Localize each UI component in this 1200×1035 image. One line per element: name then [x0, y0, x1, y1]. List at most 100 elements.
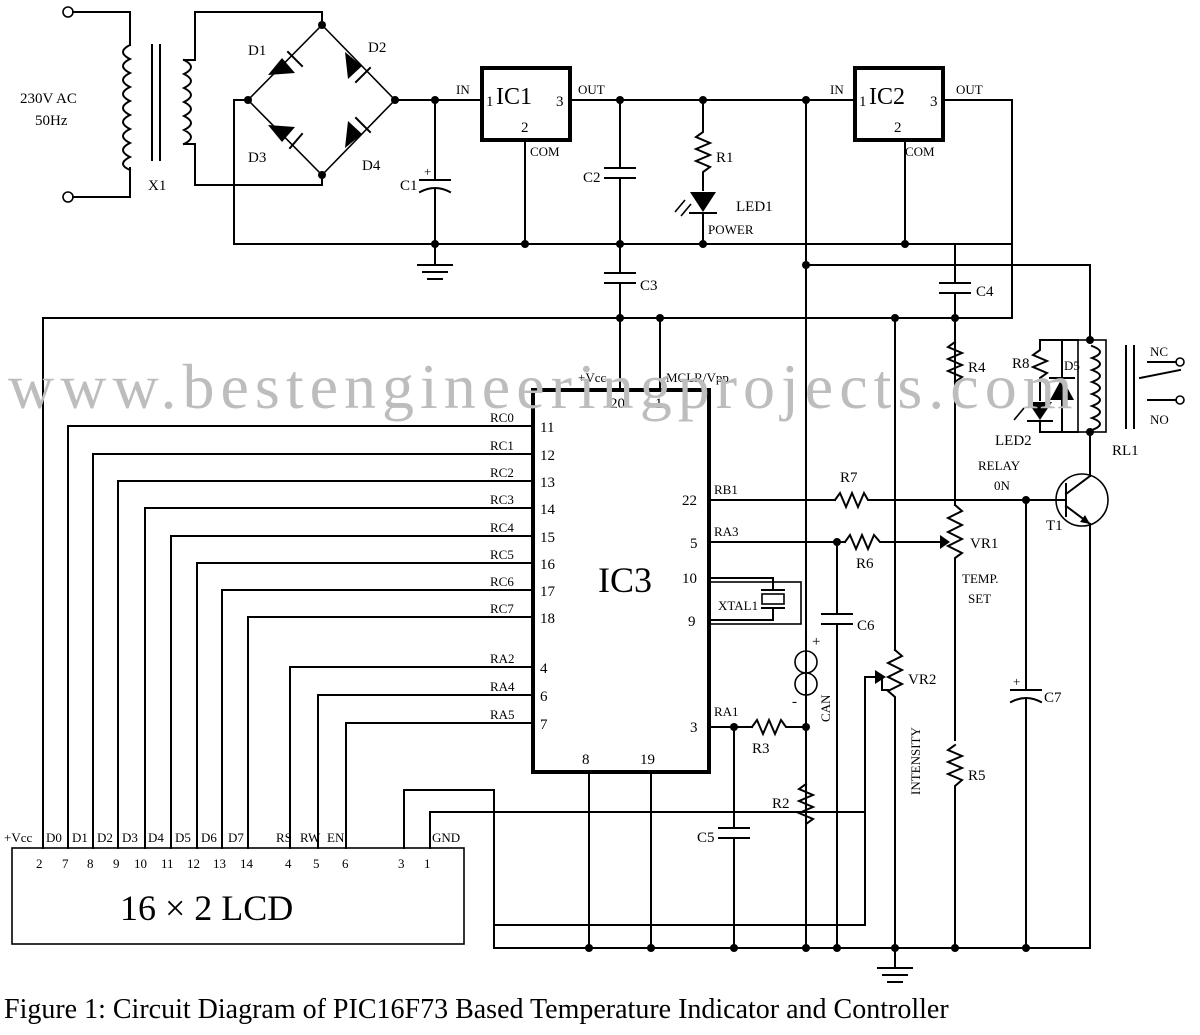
- svg-text:15: 15: [540, 530, 555, 546]
- led2-note2: 0N: [994, 478, 1011, 493]
- relay-nc: NC: [1150, 344, 1168, 359]
- ic3-right-pins: RB1 22 RA3 5 10 9 RA1 3: [682, 482, 846, 736]
- svg-text:22: 22: [682, 493, 697, 509]
- vr1-note2: SET: [968, 591, 991, 606]
- supply-label-2: 50Hz: [35, 113, 68, 129]
- diode-d2: D2: [345, 40, 386, 84]
- ic2-in: IN: [830, 82, 844, 97]
- capacitor-c1: + C1: [400, 99, 452, 266]
- pin-rc6: RC6 17: [221, 574, 556, 849]
- r1-label: R1: [716, 150, 734, 166]
- svg-text:D0: D0: [46, 830, 62, 845]
- capacitor-c5: C5: [697, 726, 750, 949]
- xtal-label: XTAL1: [718, 598, 758, 613]
- resistor-r5: R5: [945, 743, 986, 949]
- ic1-label: IC1: [496, 84, 532, 110]
- svg-text:RS: RS: [276, 830, 292, 845]
- potentiometer-vr1: VR1 TEMP. SET: [939, 349, 998, 741]
- ac-input: 230V AC 50Hz: [20, 6, 131, 203]
- svg-text:18: 18: [540, 611, 555, 627]
- svg-text:RB1: RB1: [714, 482, 738, 497]
- pin-ra4: RA4 6: [317, 679, 548, 849]
- pin-rc1: RC1 12: [92, 438, 555, 849]
- led2-note1: RELAY: [978, 458, 1021, 473]
- capacitor-c2: C2: [583, 99, 636, 248]
- ic3-pin20: 20: [610, 396, 625, 412]
- regulator-ic1: IC1 1 3 2 IN OUT COM: [456, 66, 605, 248]
- d2-label: D2: [368, 40, 386, 56]
- ic2-out: OUT: [956, 82, 983, 97]
- relay-no: NO: [1150, 412, 1169, 427]
- capacitor-c4: C4: [891, 243, 994, 351]
- ground-symbol-top: [417, 264, 453, 280]
- figure-caption: Figure 1: Circuit Diagram of PIC16F73 Ba…: [4, 994, 949, 1025]
- r3-label: R3: [752, 741, 770, 757]
- svg-text:RA3: RA3: [714, 524, 739, 539]
- svg-text:D3: D3: [122, 830, 138, 845]
- x1-label: X1: [148, 178, 166, 194]
- svg-text:9: 9: [688, 614, 696, 630]
- resistor-r2: R2: [772, 782, 816, 949]
- vr2-note: INTENSITY: [908, 727, 923, 795]
- svg-text:+: +: [1013, 674, 1020, 689]
- svg-text:3: 3: [398, 856, 405, 871]
- svg-text:12: 12: [540, 448, 555, 464]
- svg-text:RC0: RC0: [490, 410, 514, 425]
- pin-rc0: RC0 11: [67, 410, 554, 849]
- resistor-r6: R6: [833, 532, 941, 572]
- svg-text:+: +: [424, 164, 431, 179]
- ac-terminal-top: [62, 6, 74, 18]
- c6-label: C6: [857, 618, 875, 634]
- svg-text:RA5: RA5: [490, 707, 515, 722]
- svg-text:13: 13: [540, 475, 555, 491]
- watermark: www.bestengineeringprojects.com: [8, 351, 1078, 422]
- svg-text:14: 14: [240, 856, 254, 871]
- led2-label: LED2: [995, 433, 1032, 449]
- svg-text:2: 2: [36, 856, 43, 871]
- pin-rc3: RC3 14: [144, 492, 556, 849]
- c1-label: C1: [400, 178, 418, 194]
- svg-text:RC5: RC5: [490, 547, 514, 562]
- ic2-label: IC2: [869, 84, 905, 110]
- ic2-pin1: 1: [859, 94, 867, 110]
- svg-text:16: 16: [540, 557, 556, 573]
- svg-text:4: 4: [285, 856, 292, 871]
- svg-text:4: 4: [540, 661, 548, 677]
- pin-9: 9: [688, 607, 774, 630]
- crystal-xtal1: XTAL1: [708, 581, 802, 625]
- svg-text:RC4: RC4: [490, 520, 514, 535]
- capacitor-c6: C6: [821, 541, 875, 949]
- supply-label-1: 230V AC: [20, 91, 77, 107]
- ic2-com: COM: [905, 144, 935, 159]
- vr1-note1: TEMP.: [962, 571, 998, 586]
- pin-rb1: RB1 22: [682, 482, 836, 509]
- ic3-left-pins: RC0 11 RC1 12 RC2 13 RC3 14 RC4 15 RC5 1…: [67, 410, 556, 849]
- lcd-module: 16 × 2 LCD: [11, 847, 465, 945]
- c3-label: C3: [640, 278, 658, 294]
- svg-text:RC6: RC6: [490, 574, 514, 589]
- pin-rc5: RC5 16: [196, 547, 556, 849]
- bridge-rectifier: D1 D2 D3 D4: [244, 21, 399, 179]
- regulator-ic2: IC2 1 3 2 IN OUT COM: [830, 66, 983, 248]
- svg-text:10: 10: [134, 856, 147, 871]
- svg-text:14: 14: [540, 502, 556, 518]
- svg-text:D1: D1: [72, 830, 88, 845]
- led2: LED2 RELAY 0N: [978, 402, 1063, 493]
- svg-text:1: 1: [424, 856, 431, 871]
- c4-label: C4: [976, 284, 994, 300]
- potentiometer-vr2: VR2 INTENSITY: [874, 317, 936, 949]
- d4-label: D4: [362, 158, 381, 174]
- pin-ra5: RA5 7: [345, 707, 548, 849]
- led1-label: LED1: [736, 199, 773, 215]
- capacitor-c3: C3: [604, 243, 658, 391]
- ic1-in: IN: [456, 82, 470, 97]
- pin-rc2: RC2 13: [117, 465, 555, 849]
- r7-label: R7: [840, 470, 858, 486]
- resistor-r4: R4: [945, 340, 986, 384]
- lcd-label: 16 × 2 LCD: [120, 888, 293, 928]
- d3-label: D3: [248, 150, 266, 166]
- can-label: CAN: [818, 694, 833, 722]
- ic2-pin2: 2: [894, 120, 902, 136]
- capacitor-c7: + C7: [1009, 499, 1062, 949]
